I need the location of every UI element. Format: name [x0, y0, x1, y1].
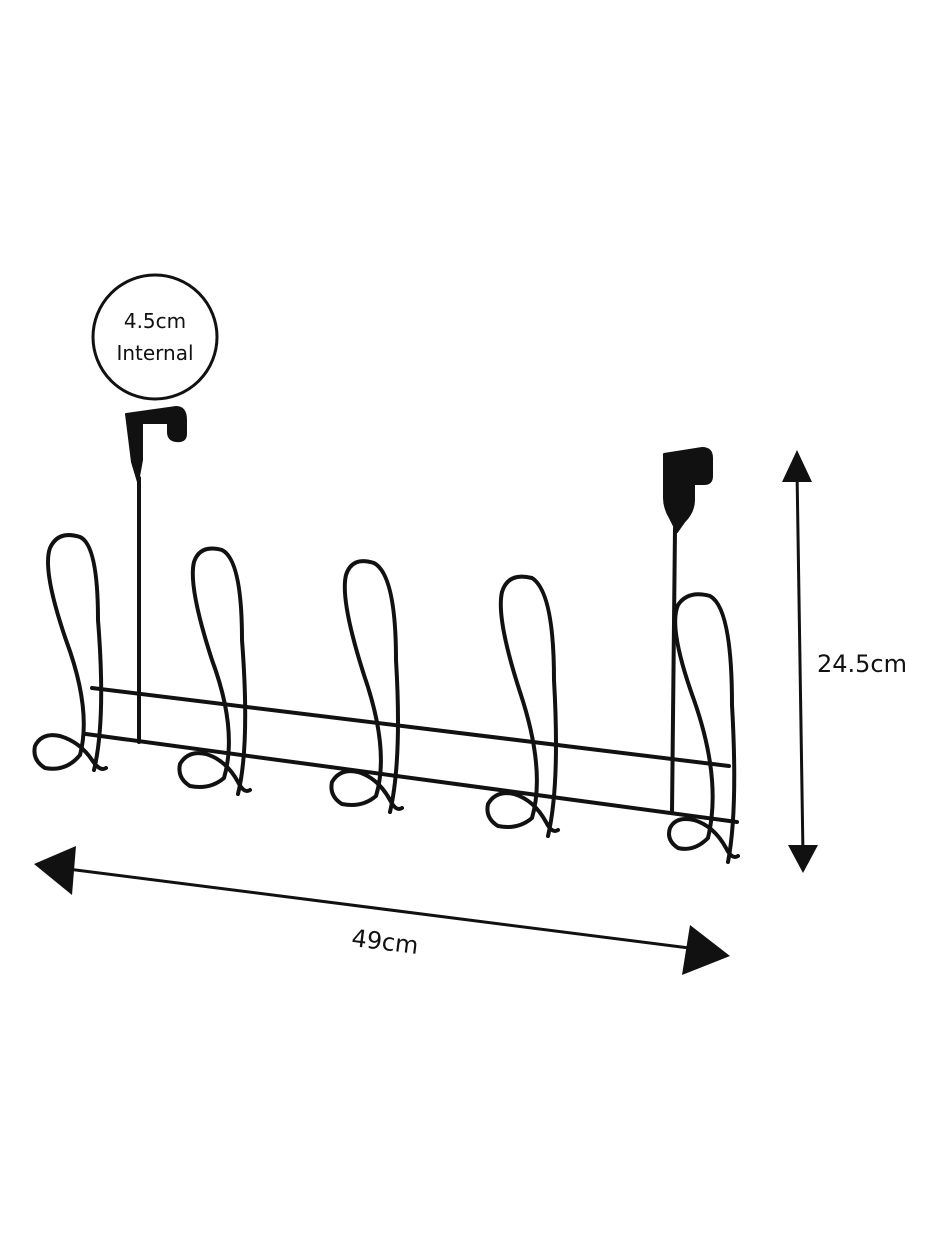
lower-rail — [84, 732, 739, 824]
hook-5 — [667, 592, 740, 864]
hook-rack-illustration — [32, 406, 740, 864]
right-bracket-stem — [670, 526, 677, 814]
height-arrow-line — [795, 469, 805, 856]
height-arrow-top-head — [782, 450, 812, 482]
width-arrow-left-head — [34, 846, 76, 895]
hook-3 — [329, 559, 404, 814]
right-door-bracket — [663, 447, 713, 533]
height-label: 24.5cm — [817, 650, 907, 678]
callout-internal-label: Internal — [116, 341, 193, 365]
hook-1 — [32, 533, 108, 772]
height-dimension: 24.5cm — [782, 450, 907, 873]
width-dimension: 49cm — [34, 846, 730, 975]
width-arrow-right-head — [682, 925, 730, 975]
callout-circle — [91, 273, 219, 401]
hook-4 — [485, 574, 560, 838]
height-arrow-bottom-head — [788, 845, 818, 873]
left-door-bracket — [125, 406, 187, 483]
internal-gap-callout: 4.5cm Internal — [91, 273, 219, 401]
hook-2 — [177, 546, 252, 796]
width-arrow-line — [59, 866, 706, 952]
width-label: 49cm — [350, 924, 420, 960]
callout-size-label: 4.5cm — [124, 309, 186, 333]
upper-rail — [90, 686, 731, 768]
